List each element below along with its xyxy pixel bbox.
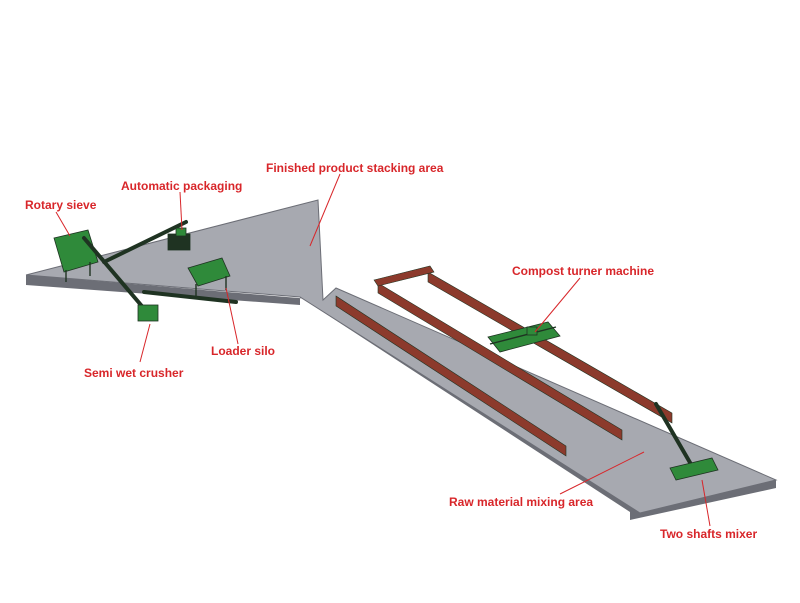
silo-conveyor [142,290,238,304]
label-finished-area: Finished product stacking area [266,161,444,175]
two-shafts-mixer-machine [669,457,719,481]
mixer-inclined-conveyor [654,402,694,468]
trench-wall-left [335,295,567,457]
trench-end-wall [373,265,435,287]
leader-loader-silo [225,287,239,345]
label-automatic-packaging: Automatic packaging [121,179,243,193]
label-semi-wet-crusher: Semi wet crusher [84,366,184,380]
floor-slab [25,199,778,520]
leader-automatic-packaging [179,191,183,231]
leader-finished-area [309,173,341,247]
compost-turner-machine [487,321,561,353]
semi-wet-crusher [137,304,159,322]
leader-compost-turner [534,277,581,333]
trench-wall-right [427,271,673,424]
leader-rotary-sieve [55,211,71,237]
label-rotary-sieve: Rotary sieve [25,198,97,212]
automatic-packaging-machine [167,227,191,251]
label-compost-turner: Compost turner machine [512,264,655,278]
leader-lines [55,173,711,527]
leader-two-shafts-mixer [701,479,711,527]
leader-semi-wet-crusher [139,323,151,363]
label-raw-material-area: Raw material mixing area [449,495,594,509]
trench-wall-middle [377,282,623,441]
label-two-shafts-mixer: Two shafts mixer [660,527,758,541]
packaging-conveyor [102,220,188,264]
floor-edge-outline [25,199,778,514]
leader-raw-material-area [559,451,645,495]
loader-silo [187,257,231,296]
label-loader-silo: Loader silo [211,344,276,358]
fermentation-trenches [335,265,673,457]
